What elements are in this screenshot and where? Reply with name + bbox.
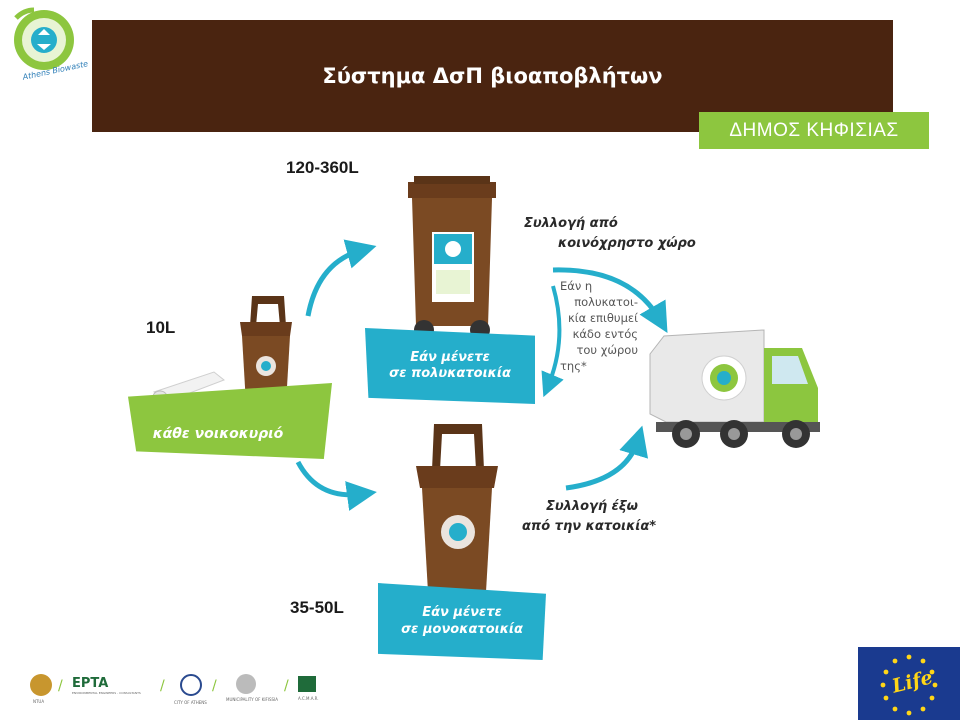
separator-slash: / xyxy=(160,678,165,694)
partner-kifissia: MUNICIPALITY OF KIFISSIA xyxy=(226,674,278,702)
note-line-4: κάδο εντός xyxy=(572,327,638,342)
partner-ntua: NTUA xyxy=(30,674,52,704)
athens-emblem-icon xyxy=(180,674,202,696)
acmar-logo-icon xyxy=(298,676,316,692)
separator-slash: / xyxy=(212,678,217,694)
collection-outside-line2: από την κατοικία* xyxy=(522,519,657,535)
partner-logos-strip: NTUA / EPTA ENVIRONMENTAL ENGINEERS - CO… xyxy=(28,674,348,714)
ribbon-detached-house: Εάν μένετε σε μονοκατοικία xyxy=(378,583,546,660)
ribbon-apartment: Εάν μένετε σε πολυκατοικία xyxy=(365,328,535,404)
kifissia-emblem-icon xyxy=(236,674,256,694)
epta-caption: ENVIRONMENTAL ENGINEERS - CONSULTANTS xyxy=(72,691,141,695)
arrow-outside-to-truck xyxy=(565,425,649,491)
separator-slash: / xyxy=(58,678,63,694)
collection-outside-house: Συλλογή έξω από την κατοικία* xyxy=(522,497,656,537)
athens-caption: CITY OF ATHENS xyxy=(174,700,207,705)
note-line-1: Εάν η xyxy=(560,279,593,293)
arrow-optional-to-truck xyxy=(541,285,564,398)
note-line-3: κία επιθυμεί xyxy=(567,311,638,326)
arrow-to-large-bin xyxy=(305,239,377,317)
collection-common-line1: Συλλογή από xyxy=(524,216,618,231)
capacity-medium-label: 35-50L xyxy=(290,598,344,617)
ribbon-house-line2: σε μονοκατοικία xyxy=(401,621,523,637)
arrow-common-to-truck xyxy=(552,267,668,333)
optional-bin-note: Εάν η πολυκατοι- κία επιθυμεί κάδο εντός… xyxy=(560,278,638,375)
capacity-small-label: 10L xyxy=(146,318,176,337)
athens-biowaste-logo xyxy=(6,4,86,84)
collection-common-line2: κοινόχρηστο χώρο xyxy=(558,236,696,252)
medium-curbside-bin xyxy=(416,424,498,592)
eu-stars-icon xyxy=(880,654,938,716)
ntua-caption: NTUA xyxy=(33,699,45,704)
partner-city-of-athens: CITY OF ATHENS xyxy=(174,674,207,705)
ribbon-house-line1: Εάν μένετε xyxy=(422,605,502,621)
title-banner: Σύστημα ΔσΠ βιοαποβλήτων xyxy=(92,20,893,132)
ribbon-household-text: κάθε νοικοκυριό xyxy=(152,426,284,443)
partner-epta: EPTA ENVIRONMENTAL ENGINEERS - CONSULTAN… xyxy=(72,676,146,695)
epta-logo-text: EPTA xyxy=(72,676,109,691)
note-line-6: της* xyxy=(560,359,587,374)
ribbon-every-household: κάθε νοικοκυριό xyxy=(128,383,332,459)
large-wheeled-bin xyxy=(408,176,496,340)
acmar-caption: A.C.M.A.R. xyxy=(298,696,319,701)
ribbon-apartment-line1: Εάν μένετε xyxy=(410,349,490,365)
collection-common-area: Συλλογή από κοινόχρηστο χώρο xyxy=(524,214,696,254)
kifissia-caption: MUNICIPALITY OF KIFISSIA xyxy=(226,697,278,702)
ntua-seal-icon xyxy=(30,674,52,696)
separator-slash: / xyxy=(284,678,289,694)
note-line-5: του χώρου xyxy=(576,343,638,358)
capacity-large-label: 120-360L xyxy=(286,158,359,177)
note-line-2: πολυκατοι- xyxy=(574,295,638,310)
partner-acmar: A.C.M.A.R. xyxy=(298,676,319,701)
eu-life-logo: Life xyxy=(858,647,960,720)
collection-outside-line1: Συλλογή έξω xyxy=(546,499,638,514)
arrow-to-medium-bin xyxy=(295,460,377,511)
municipality-badge: ΔΗΜΟΣ ΚΗΦΙΣΙΑΣ xyxy=(699,112,929,149)
ribbon-apartment-line2: σε πολυκατοικία xyxy=(389,366,511,381)
page-title: Σύστημα ΔσΠ βιοαποβλήτων xyxy=(322,64,663,88)
collection-truck xyxy=(649,329,820,448)
